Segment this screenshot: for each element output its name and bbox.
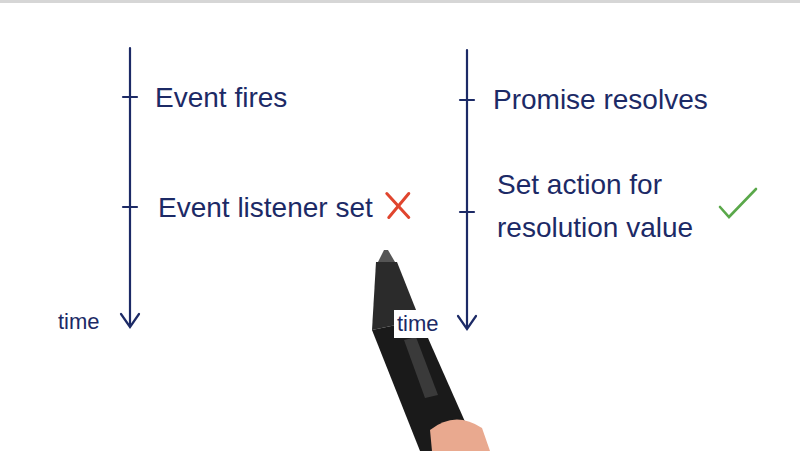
stylus-pen [372,250,490,451]
cross-mark [387,194,409,218]
axis-label: time [58,308,100,336]
left-timeline [121,48,139,327]
right-timeline [458,50,476,329]
axis-label: time [394,310,442,338]
check-mark [720,189,756,217]
top-rule [0,0,800,3]
timeline-step: Set action for resolution value [497,163,712,249]
timeline-step: Event listener set [158,186,373,229]
timeline-step: Promise resolves [493,78,708,121]
timeline-step: Event fires [155,76,287,119]
